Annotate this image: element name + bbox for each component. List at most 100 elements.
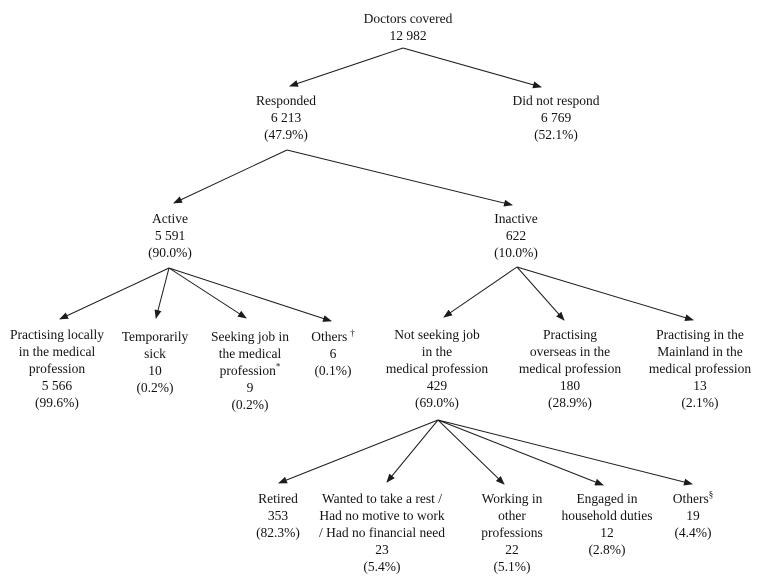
connector-notseeking-wanted-rest [386,419,439,483]
node-label-text: Others [311,329,348,344]
node-label: Retired [258,491,298,506]
node-value: 12 [600,525,614,540]
node-seeking-job: Seeking job in the medical profession* 9… [211,328,289,413]
node-label: profession* [211,362,289,379]
node-practising-mainland: Practising in the Mainland in the medica… [649,326,751,411]
node-percent: (52.1%) [534,127,578,142]
node-percent: (10.0%) [494,245,538,260]
connector-doctors-did-not-respond [402,47,542,89]
node-value: 180 [559,378,581,393]
node-label: Practising in the [656,327,744,342]
node-percent: (69.0%) [415,395,459,410]
node-label: Had no motive to work [319,508,445,523]
node-responded: Responded 6 213 (47.9%) [256,92,316,143]
node-label: in the medical [18,344,96,359]
footnote-dagger: † [350,327,355,338]
node-temporarily-sick: Temporarily sick 10 (0.2%) [122,328,189,396]
node-value: 12 982 [389,28,427,43]
node-label: medical profession [648,361,752,376]
node-percent: (82.3%) [256,525,300,540]
node-value: 353 [267,508,289,523]
node-label: medical profession [518,361,622,376]
node-percent: (0.1%) [314,363,352,378]
connector-active-temporarily-sick [154,267,170,319]
node-label: Seeking job in [211,329,289,344]
node-practising-locally: Practising locally in the medical profes… [10,326,104,411]
node-label: the medical [218,346,282,361]
connector-inactive-practising-overseas [516,266,565,321]
node-label: Wanted to take a rest / [321,491,442,506]
node-active: Active 5 591 (90.0%) [148,210,192,261]
node-label: medical profession [385,361,489,376]
node-value: 5 566 [41,378,73,393]
node-value: 6 [329,346,337,361]
node-value: 19 [686,508,700,523]
node-percent: (4.4%) [674,525,712,540]
node-value: 22 [505,542,519,557]
node-label: Active [152,211,188,226]
node-value: 13 [693,378,707,393]
node-percent: (5.1%) [493,559,531,574]
connector-active-others [168,267,332,322]
connector-notseeking-retired [278,419,439,484]
node-label: sick [144,346,166,361]
connector-responded-inactive [286,149,513,207]
connector-notseeking-others [437,419,693,486]
node-label: Working in [481,491,543,506]
node-value: 23 [375,542,389,557]
node-not-seeking-job: Not seeking job in the medical professio… [386,326,488,411]
node-value: 6 213 [270,110,302,125]
node-wanted-rest: Wanted to take a rest / Had no motive to… [319,490,445,575]
node-value: 429 [426,378,448,393]
node-label: Practising locally [9,327,105,342]
node-did-not-respond: Did not respond 6 769 (52.1%) [513,92,600,143]
node-value: 6 769 [540,110,572,125]
node-working-other: Working in other professions 22 (5.1%) [481,490,543,575]
node-label: Did not respond [512,93,600,108]
connector-inactive-not-seeking [443,266,518,318]
node-percent: (0.2%) [136,380,174,395]
node-label-text: profession [219,363,276,378]
node-retired: Retired 353 (82.3%) [256,490,300,541]
connector-notseeking-engaged-household [437,419,604,486]
connector-active-seeking-job [168,267,247,319]
node-label: Not seeking job [394,327,480,342]
node-label: overseas in the [529,344,611,359]
footnote-asterisk: * [275,361,281,372]
node-label: Practising [542,327,597,342]
node-percent: (28.9%) [548,395,592,410]
node-label: in the [421,344,453,359]
node-percent: (2.1%) [681,395,719,410]
node-doctors-covered: Doctors covered 12 982 [364,10,453,44]
node-value: 622 [505,228,527,243]
node-label: Others† [311,328,355,345]
node-value: 10 [148,363,162,378]
node-label: / Had no financial need [319,525,445,540]
node-label: profession [28,361,86,376]
footnote-section: § [708,489,714,500]
node-label: household duties [561,508,653,523]
node-others-not-seeking: Others§ 19 (4.4%) [673,490,714,541]
node-label: Engaged in [576,491,638,506]
node-label: Mainland in the [657,344,743,359]
node-percent: (90.0%) [148,245,192,260]
connector-active-practising-locally [59,267,170,320]
connector-inactive-practising-mainland [516,266,694,322]
node-label-text: Others [672,491,709,506]
connector-notseeking-working-other [437,419,505,485]
connector-responded-active [173,149,288,204]
node-label: Temporarily [121,329,189,344]
node-label: Inactive [494,211,538,226]
node-others-active: Others† 6 (0.1%) [311,328,355,379]
node-percent: (5.4%) [363,559,401,574]
node-value: 5 591 [154,228,186,243]
node-label: Doctors covered [363,11,453,26]
node-percent: (47.9%) [264,127,308,142]
node-percent: (0.2%) [231,397,269,412]
node-label: Others§ [673,490,714,507]
node-practising-overseas: Practising overseas in the medical profe… [519,326,621,411]
node-inactive: Inactive 622 (10.0%) [494,210,538,261]
node-label: professions [481,525,543,540]
